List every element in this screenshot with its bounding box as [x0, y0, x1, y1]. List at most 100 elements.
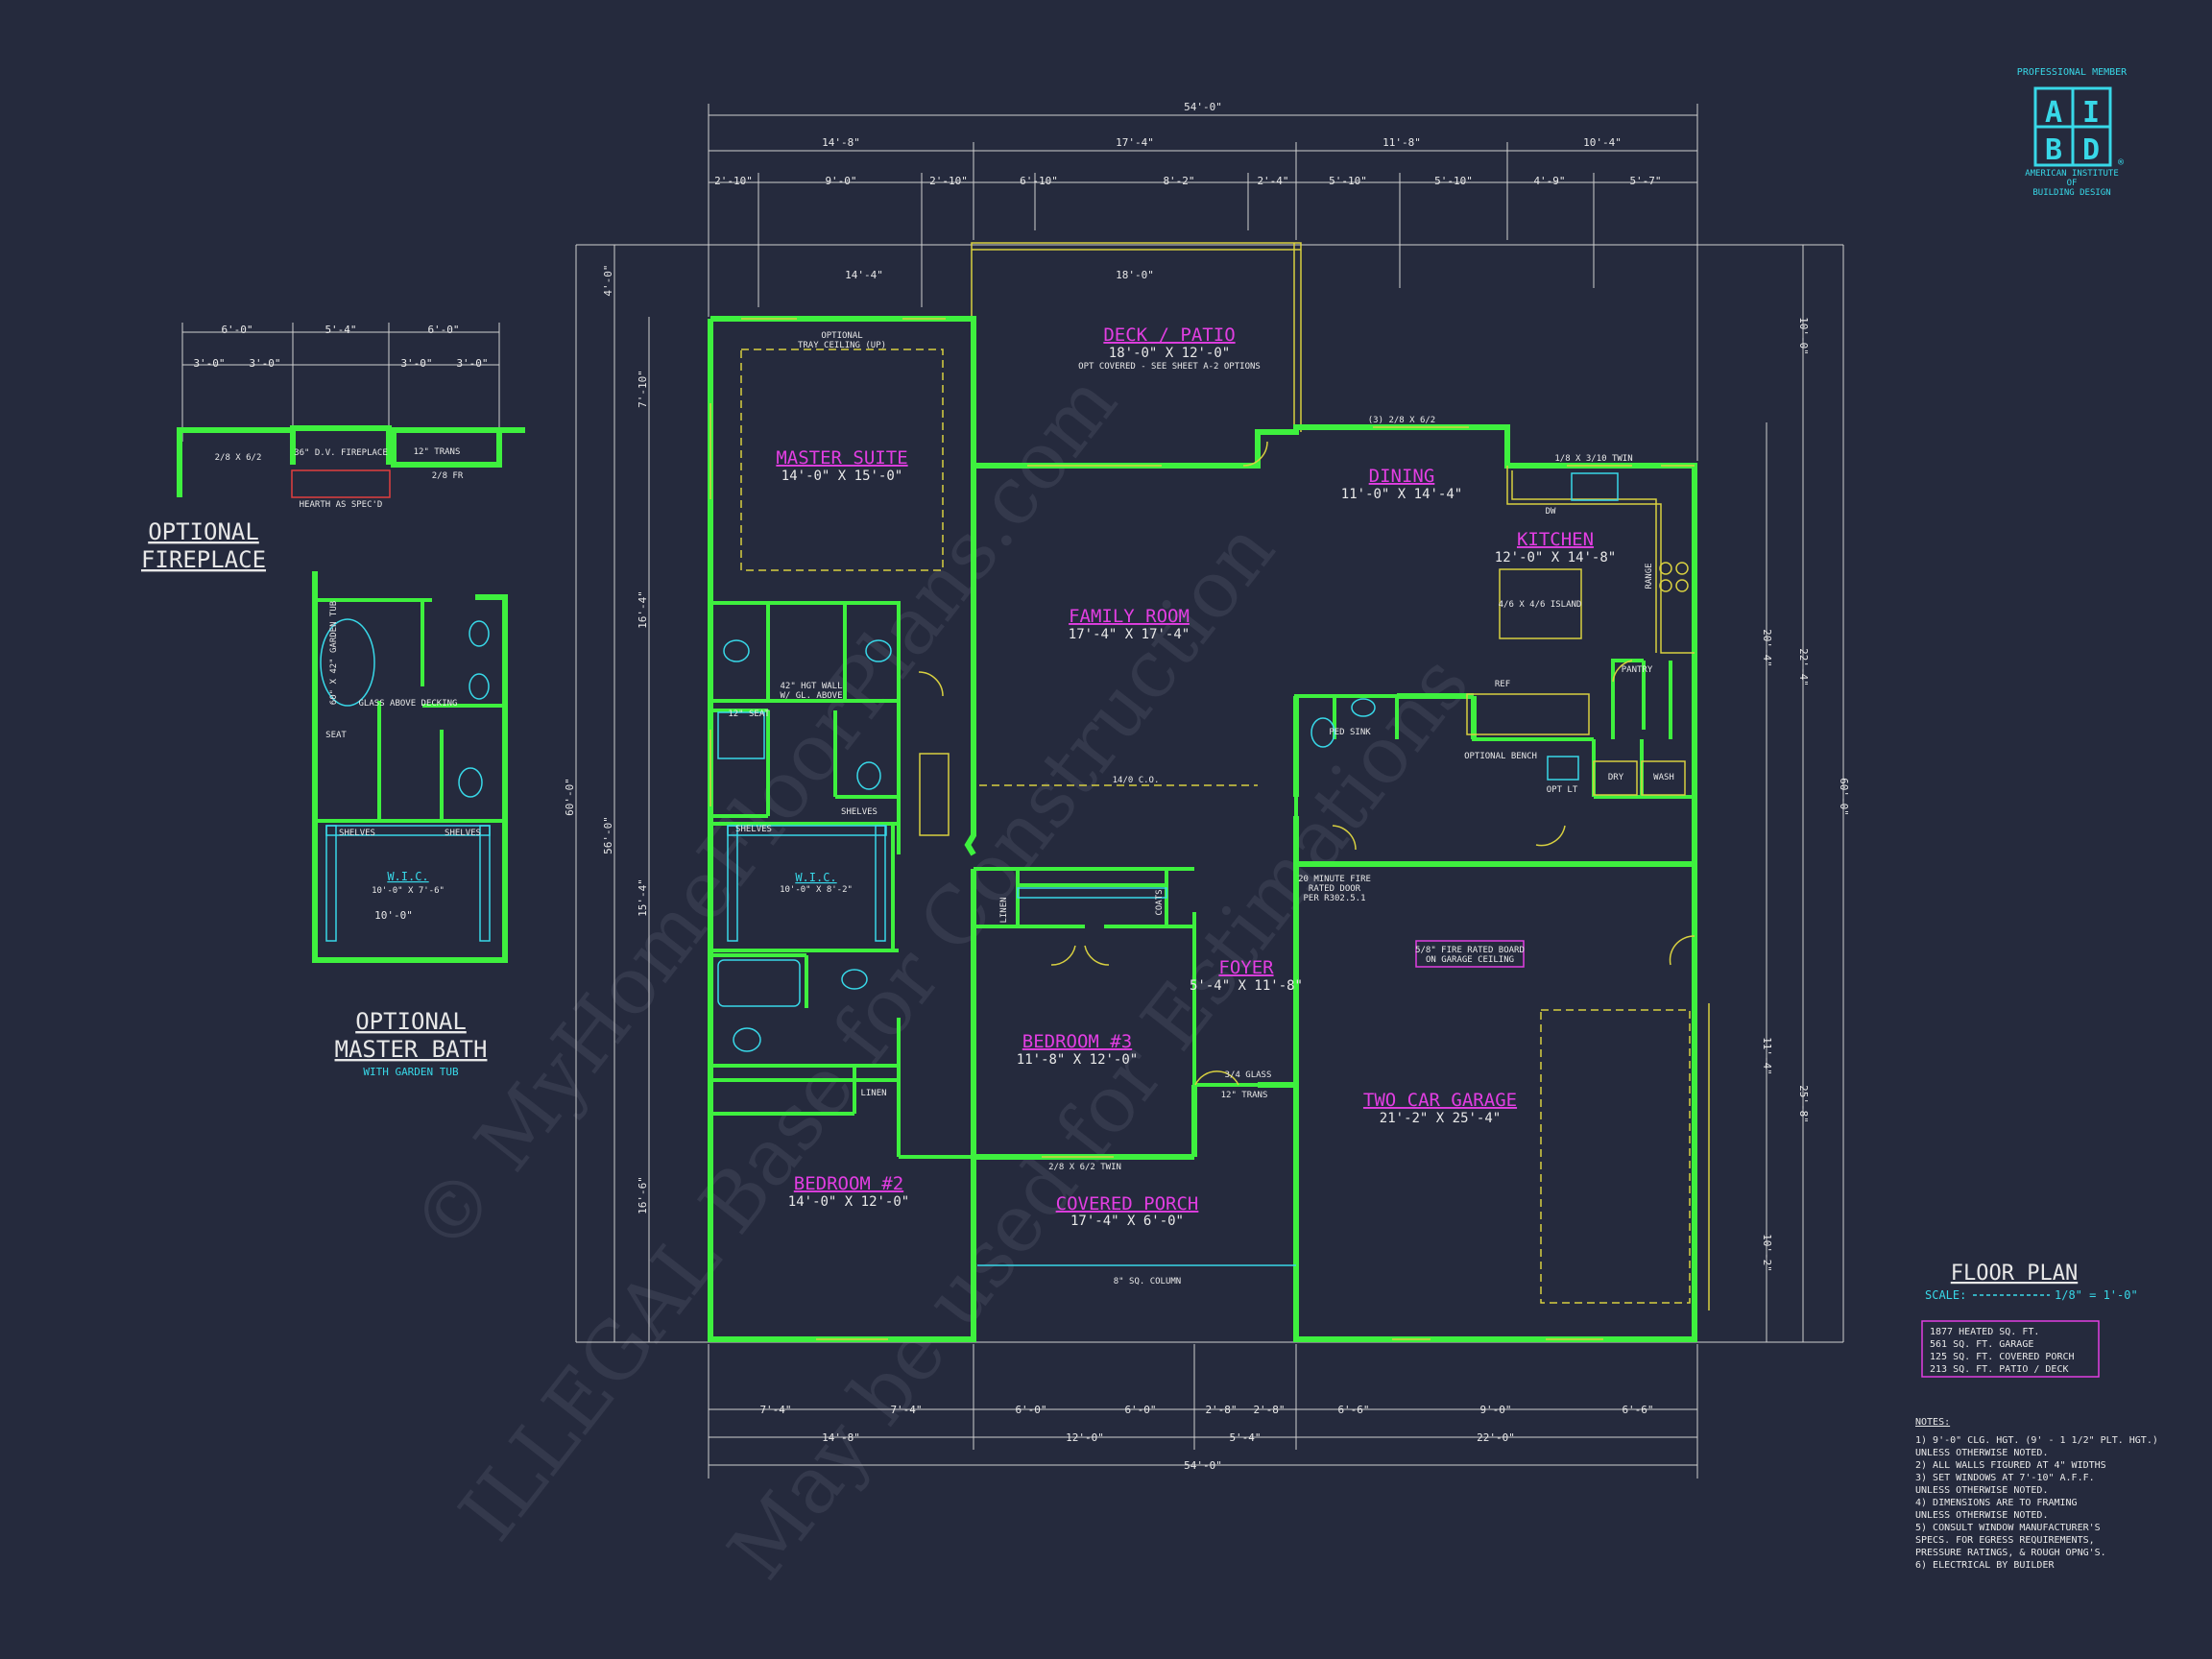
- dim-overall-top: 54'-0": [1184, 101, 1222, 113]
- logo-org-1: AMERICAN INSTITUTE: [2025, 169, 2119, 179]
- dining-name: DINING: [1369, 466, 1435, 487]
- dim-top2-10: 5'-7": [1629, 175, 1661, 187]
- interior-walls: [710, 601, 1695, 1159]
- kitchen-size: 12'-0" X 14'-8": [1495, 550, 1616, 565]
- logo-letter-d: D: [2082, 133, 2100, 167]
- ped-sink-label: PED SINK: [1329, 728, 1371, 737]
- bedroom2-size: 14'-0" X 12'-0": [788, 1194, 909, 1210]
- gl-above-label: W/ GL. ABOVE: [780, 691, 842, 701]
- ob-title-1: OPTIONAL: [355, 1008, 467, 1035]
- logo-org-2: OF: [2067, 179, 2078, 188]
- trans-label: 12" TRANS: [1221, 1091, 1268, 1100]
- kitchen-island: [1499, 568, 1582, 639]
- dim-right-f: 11'-4": [1761, 1037, 1773, 1075]
- dim-right-b: 20'-4": [1761, 629, 1773, 667]
- ob-shelves-2: SHELVES: [445, 829, 481, 838]
- area-1: 1877 HEATED SQ. FT.: [1930, 1327, 2039, 1337]
- desk-storage: [919, 753, 950, 836]
- aibd-logo: PROFESSIONAL MEMBER A I B D ® AMERICAN I…: [2017, 67, 2128, 198]
- ped-sink: [1351, 698, 1376, 717]
- note-line: PRESSURE RATINGS, & ROUGH OPNG'S.: [1915, 1548, 2106, 1558]
- dim-bot-9: 6'-6": [1622, 1404, 1653, 1416]
- ob-wic-width: 10'-0": [374, 909, 413, 922]
- dim-right-e: 10'-2": [1761, 1234, 1773, 1272]
- linen-label-2: LINEN: [999, 897, 1009, 923]
- half-bath-toilet: [1310, 717, 1335, 748]
- dim-bot-3: 6'-0": [1015, 1404, 1046, 1416]
- family-room-size: 17'-4" X 17'-4": [1069, 627, 1190, 642]
- logo-org-3: BUILDING DESIGN: [2032, 188, 2110, 198]
- wic-name: W.I.C.: [795, 871, 836, 884]
- shelves-label-1: SHELVES: [735, 825, 772, 834]
- dim-top-3: 11'-8": [1382, 136, 1421, 149]
- fp-trans-label: 12" TRANS: [414, 447, 461, 457]
- area-box: [1921, 1320, 2100, 1378]
- wash-label: WASH: [1653, 773, 1674, 782]
- dim-bot2-3: 5'-4": [1229, 1431, 1261, 1444]
- island-label: 4/6 X 4/6 ISLAND: [1499, 600, 1582, 610]
- area-3: 125 SQ. FT. COVERED PORCH: [1930, 1352, 2075, 1362]
- fp-dim-1: 6'-0": [221, 324, 252, 336]
- bed3-closet-shelf: [1017, 887, 1167, 899]
- wic-shelf-left: [727, 825, 738, 942]
- opt-bench-label: OPTIONAL BENCH: [1464, 752, 1537, 761]
- tray-ceiling-outline: [740, 349, 944, 571]
- master-toilet: [856, 761, 881, 790]
- floor-plan-title: FLOOR PLAN: [1951, 1262, 2078, 1286]
- dim-left-total: 60'-0": [564, 778, 576, 816]
- dim-bot-2: 7'-4": [890, 1404, 922, 1416]
- dw-label: DW: [1546, 507, 1556, 517]
- master-shower: [717, 711, 765, 759]
- foyer-name: FOYER: [1218, 957, 1274, 978]
- fp-fireplace-label: 36" D.V. FIREPLACE: [294, 448, 388, 458]
- fp-sub-3: 3'-0": [400, 357, 432, 370]
- fp-title-1: OPTIONAL: [148, 518, 259, 545]
- ob-subtitle: WITH GARDEN TUB: [363, 1066, 459, 1078]
- garden-tub: [320, 618, 375, 707]
- glass-door-label: 3/4 GLASS: [1225, 1070, 1272, 1080]
- dim-top2-3: 2'-10": [929, 175, 968, 187]
- washer: [1641, 760, 1686, 796]
- scale-label: SCALE:: [1925, 1288, 1966, 1302]
- dim-right-c: 22'-4": [1797, 648, 1810, 686]
- garage-size: 21'-2" X 25'-4": [1380, 1111, 1501, 1126]
- note-line: UNLESS OTHERWISE NOTED.: [1915, 1448, 2048, 1458]
- fire-door-2: RATED DOOR: [1309, 884, 1361, 894]
- bedroom2-name: BEDROOM #2: [794, 1173, 903, 1194]
- garage-note1: 5/8" FIRE RATED BOARD: [1415, 946, 1525, 955]
- linen-label-1: LINEN: [860, 1089, 886, 1098]
- dry-label: DRY: [1608, 773, 1624, 782]
- doors-and-windows: [709, 318, 1710, 1340]
- twin-window-top: (3) 2/8 X 6/2: [1368, 416, 1435, 425]
- fire-door-3: PER R302.5.1: [1303, 894, 1365, 903]
- foyer-size: 5'-4" X 11'-8": [1190, 978, 1303, 994]
- optional-fireplace: 6'-0" 5'-4" 6'-0" 3'-0" 3'-0" 3'-0" 3'-0…: [141, 323, 525, 573]
- dim-left-deck: 4'-0": [602, 264, 614, 296]
- note-line: 5) CONSULT WINDOW MANUFACTURER'S: [1915, 1523, 2101, 1533]
- bottom-dimension-lines: [708, 1344, 1698, 1479]
- porch-note: 8" SQ. COLUMN: [1114, 1277, 1181, 1286]
- area-2: 561 SQ. FT. GARAGE: [1930, 1339, 2033, 1350]
- ref-label: REF: [1495, 680, 1510, 689]
- dryer: [1593, 760, 1638, 796]
- logo-letter-b: B: [2045, 133, 2062, 167]
- fp-door-label: 2/8 FR: [432, 471, 464, 481]
- dim-top2-8: 5'-10": [1434, 175, 1473, 187]
- dim-overall-bottom: 54'-0": [1184, 1459, 1222, 1472]
- hall-tub: [717, 959, 801, 1007]
- dim-bot-6: 2'-8": [1253, 1404, 1285, 1416]
- ob-wic-size: 10'-0" X 7'-6": [372, 886, 445, 896]
- porch-name: COVERED PORCH: [1056, 1193, 1199, 1214]
- garage-name: TWO CAR GARAGE: [1363, 1090, 1517, 1111]
- fp-dim-3: 6'-0": [427, 324, 459, 336]
- dim-bot2-1: 14'-8": [822, 1431, 860, 1444]
- note-line: 2) ALL WALLS FIGURED AT 4" WIDTHS: [1915, 1460, 2106, 1471]
- kitchen-counters: [1466, 465, 1695, 796]
- dim-left-b: 16'-4": [637, 590, 649, 629]
- note-line: 6) ELECTRICAL BY BUILDER: [1915, 1560, 2055, 1571]
- fp-sub-1: 3'-0": [193, 357, 225, 370]
- pantry-label: PANTRY: [1622, 665, 1653, 675]
- dim-right-d: 25'-8": [1797, 1085, 1810, 1123]
- fp-dim-2: 5'-4": [325, 324, 356, 336]
